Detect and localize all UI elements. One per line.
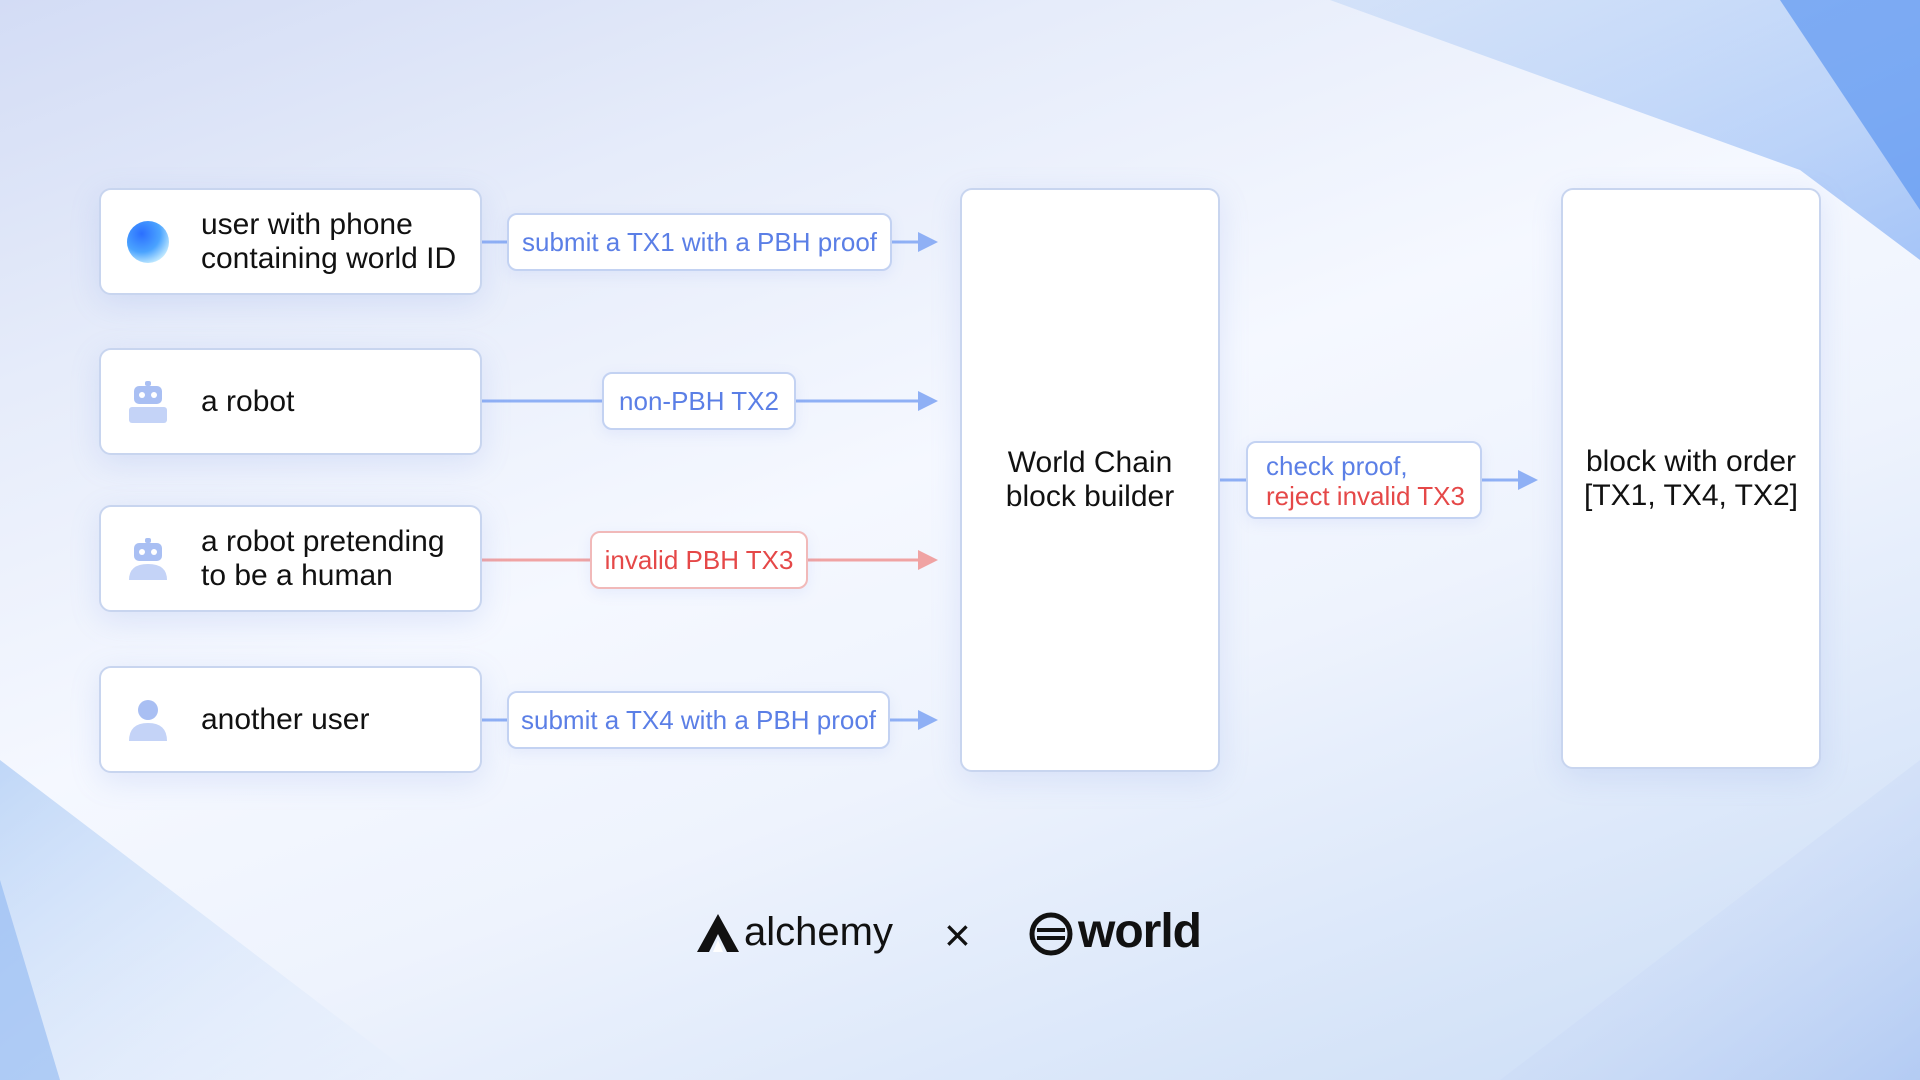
actor-robot-pretending: a robot pretending to be a human (99, 505, 482, 612)
actor-label: another user (201, 702, 370, 736)
result-block-label: block with order [TX1, TX4, TX2] (1584, 444, 1798, 512)
logo-bar: alchemy × world (0, 900, 1920, 980)
alchemy-logo-text: alchemy (744, 910, 893, 954)
person-icon (129, 699, 167, 741)
alchemy-logo-icon (697, 914, 739, 952)
actor-another-user: another user (99, 666, 482, 773)
actor-user-world-id: user with phone containing world ID (99, 188, 482, 295)
actor-robot: a robot (99, 348, 482, 455)
logo-separator: × (944, 909, 971, 961)
world-logo-text: world (1078, 905, 1202, 958)
actor-label: a robot pretending to be a human (201, 524, 445, 592)
block-builder: World Chain block builder (960, 188, 1220, 772)
robot-icon (129, 380, 167, 423)
result-block: block with order [TX1, TX4, TX2] (1561, 188, 1821, 769)
arrow-head (1518, 470, 1538, 490)
tx-label-tx4: submit a TX4 with a PBH proof (507, 691, 890, 749)
arrow-head (918, 391, 938, 411)
actor-label: user with phone containing world ID (201, 207, 457, 275)
arrow-head (918, 550, 938, 570)
arrow-head (918, 232, 938, 252)
tx-label-tx3: invalid PBH TX3 (590, 531, 808, 589)
tx-label-tx1: submit a TX1 with a PBH proof (507, 213, 892, 271)
block-builder-label: World Chain block builder (1005, 446, 1175, 513)
check-proof-text: check proof, (1266, 451, 1408, 481)
arrow-head (918, 710, 938, 730)
tx-label-tx2: non-PBH TX2 (602, 372, 796, 430)
robot-human-icon (129, 537, 167, 580)
actor-label: a robot (201, 384, 295, 418)
world-logo-icon (1029, 912, 1073, 956)
check-proof-label: check proof, reject invalid TX3 (1246, 441, 1482, 519)
orb-icon (127, 220, 169, 263)
reject-invalid-text: reject invalid TX3 (1266, 481, 1465, 511)
